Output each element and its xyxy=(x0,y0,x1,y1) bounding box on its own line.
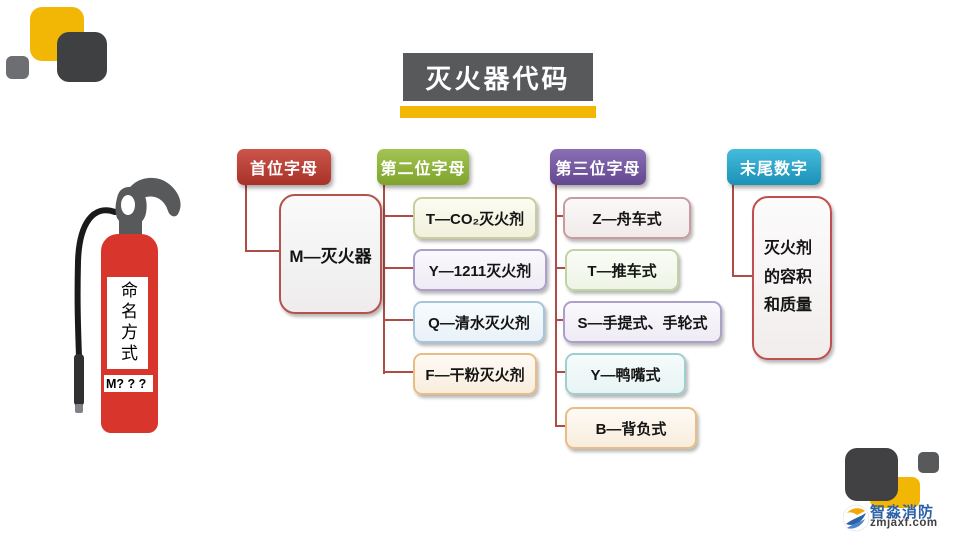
extinguisher-nozzle xyxy=(74,354,84,406)
extinguisher-hose xyxy=(74,207,118,360)
connector-line xyxy=(732,275,752,277)
decor-square-gray-bottomright xyxy=(918,452,939,473)
brand-website: zmjaxf.com xyxy=(870,517,938,529)
header-first-letter: 首位字母 xyxy=(237,149,331,185)
extinguisher-code-label: M? ? ? xyxy=(104,375,153,392)
extinguisher-naming-label: 命名方式 xyxy=(107,277,148,369)
node-s-portable-type: S—手提式、手轮式 xyxy=(563,301,722,343)
header-last-digit: 末尾数字 xyxy=(727,149,821,185)
decor-square-dark-topleft xyxy=(57,32,107,82)
connector-line xyxy=(555,371,567,373)
node-z-vehicle-type: Z—舟车式 xyxy=(563,197,691,239)
brand-name: 智淼消防 xyxy=(870,504,935,521)
page-title: 灭火器代码 xyxy=(403,53,593,101)
connector-line xyxy=(245,250,279,252)
node-y-duckbill-type: Y—鸭嘴式 xyxy=(565,353,686,395)
header-third-letter: 第三位字母 xyxy=(550,149,646,185)
connector-line xyxy=(383,267,413,269)
decor-square-gray-topleft xyxy=(6,56,29,79)
node-t-co2-agent: T—CO₂灭火剂 xyxy=(413,197,537,239)
title-underline xyxy=(400,106,596,118)
connector-line xyxy=(245,184,247,252)
connector-line xyxy=(555,319,565,321)
connector-line xyxy=(383,371,413,373)
page-title-text: 灭火器代码 xyxy=(425,63,571,94)
node-q-water-agent: Q—清水灭火剂 xyxy=(413,301,545,343)
connector-line xyxy=(555,184,557,427)
extinguisher-lever xyxy=(127,177,181,217)
connector-line xyxy=(383,184,385,374)
node-y-1211-agent: Y—1211灭火剂 xyxy=(413,249,547,291)
node-t-cart-type: T—推车式 xyxy=(565,249,679,291)
connector-line xyxy=(732,184,734,277)
brand-logo-icon xyxy=(843,504,869,532)
connector-line xyxy=(555,215,565,217)
header-second-letter: 第二位字母 xyxy=(377,149,469,185)
node-m-extinguisher: M—灭火器 xyxy=(279,194,382,314)
connector-line xyxy=(555,267,567,269)
node-f-dry-powder-agent: F—干粉灭火剂 xyxy=(413,353,537,395)
node-volume-and-mass: 灭火剂的容积和质量 xyxy=(752,196,832,360)
connector-line xyxy=(555,425,567,427)
extinguisher-valve-hole xyxy=(121,195,135,215)
decor-square-dark-bottomright xyxy=(845,448,898,501)
connector-line xyxy=(383,215,413,217)
extinguisher-nozzle-tip xyxy=(75,404,83,413)
connector-line xyxy=(383,319,413,321)
node-b-backpack-type: B—背负式 xyxy=(565,407,697,449)
